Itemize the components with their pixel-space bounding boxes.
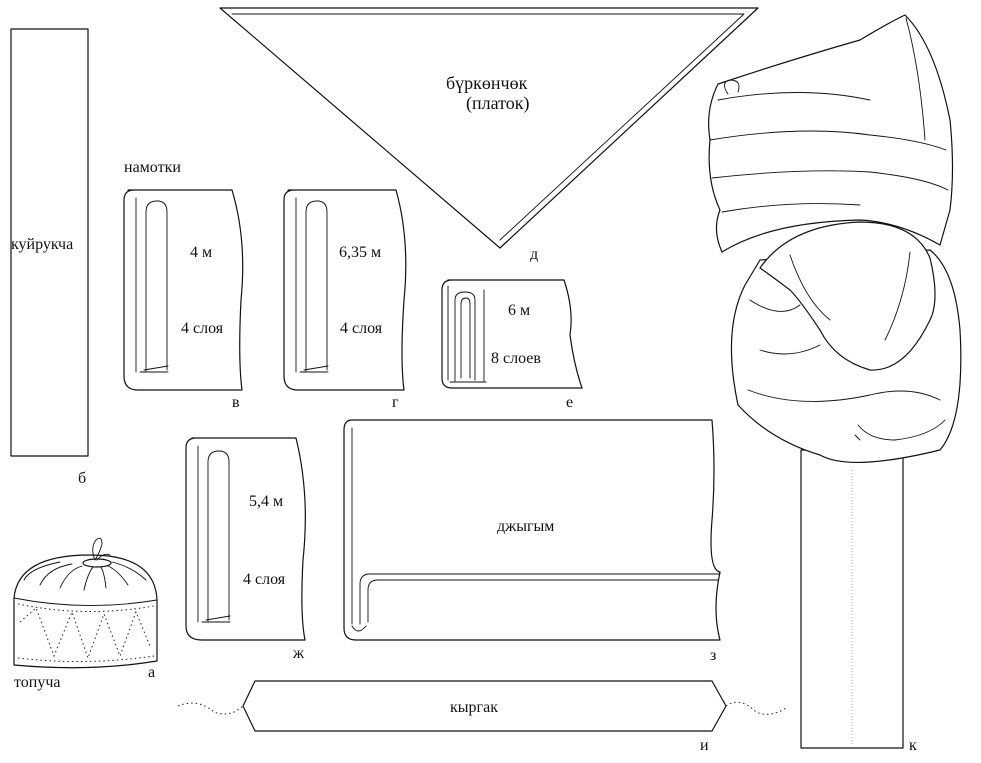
part-letter-z: з [710,647,716,664]
wrap-g-loop [305,200,328,373]
part-letter-b: б [78,470,86,487]
cap-band-line [13,597,158,606]
part-i-kyrgak: кыргак и [177,680,787,754]
part-g-wrap: 6,35 м 4 слоя г [283,189,407,411]
wrap-zh-layers: 4 слоя [243,571,286,588]
wrap-zh-body [185,437,306,641]
wrap-e-layers: 8 слоев [491,350,541,367]
headdress-turban-details [724,17,926,141]
topucha-label: топуча [14,674,61,691]
part-letter-zh: ж [292,645,305,662]
wrap-zh-length: 5,4 м [249,493,283,510]
wrap-v-edges [139,365,169,373]
wrap-zh-edges [201,615,231,623]
wrap-e-loop-inner [460,297,471,379]
wrap-g-layers: 4 слоя [340,320,383,337]
dzhygym-body [343,419,721,641]
headdress-turban-wraps [709,92,949,213]
headdress-face-opening [759,221,936,371]
namotki-label: намотки [124,159,181,176]
wrap-e-length: 6 м [508,302,530,319]
wrap-g-body [283,189,407,391]
kerchief-outer [219,7,759,249]
headdress-turban [708,14,954,253]
dzhygym-hem-outer [359,573,721,625]
cap-gathers [23,561,147,591]
part-letter-i: и [700,737,709,754]
cap-top-knot [82,558,112,568]
part-b-kuyrukcha: куйрукча б [10,28,89,487]
kyrgak-tie-left [177,702,244,715]
kerchief-hem [231,13,745,241]
wrap-e-body [441,279,583,389]
wrap-v-layers: 4 слоя [181,320,224,337]
part-letter-k: к [909,737,917,754]
cap-stitch-bottom [17,655,155,663]
wrap-v-loop [145,200,168,373]
cap-tie-loop [92,537,111,561]
kyrgak-label: кыргак [450,699,498,716]
burkonchok-label: бүркөнчөк [446,73,528,93]
platok-label: (платок) [466,93,530,114]
wrap-v-length: 4 м [190,244,212,261]
part-letter-e: е [566,394,573,411]
part-a-topucha: топуча а [13,537,158,691]
dzhygym-corner [351,625,367,632]
wrap-v-body [123,189,244,391]
cap-stitch-top [17,603,155,612]
kuyrukcha-label: куйрукча [11,236,73,253]
kyrgak-band [242,680,727,732]
headdress-face-folds [789,251,911,341]
part-letter-a: а [148,664,155,681]
wrap-e-loop-outer [454,291,476,382]
part-z-dzhygym: джыгым з [343,419,721,664]
part-k-assembled-headdress: к [708,14,962,754]
part-v-wrap: 4 м 4 слоя в [123,189,244,411]
part-letter-g: г [392,394,399,411]
part-letter-d: д [530,246,538,263]
part-e-wrap: 6 м 8 слоев е [441,279,583,411]
headdress-scarf-folds [747,299,946,441]
wrap-g-length: 6,35 м [339,244,381,261]
wrap-g-edges [299,365,329,373]
dzhygym-hem-inner [367,579,719,623]
wrap-zh-loop [207,450,230,623]
part-d-burkonchok: бүркөнчөк (платок) д [219,7,759,263]
kuyrukcha-strip [10,28,89,457]
dzhygym-label: джыгым [497,518,554,535]
part-zh-wrap: 5,4 м 4 слоя ж [185,437,306,662]
kyrgak-tie-right [725,701,787,715]
part-letter-v: в [232,394,240,411]
